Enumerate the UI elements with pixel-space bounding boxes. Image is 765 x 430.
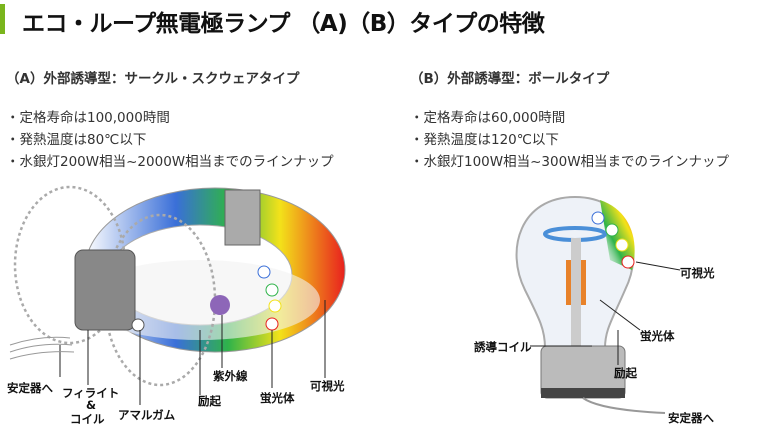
page-title: エコ・ループ無電極ランプ （A)（B）タイプの特徴: [22, 11, 545, 37]
label-excite-b: 励起: [614, 366, 637, 380]
label-ampersand: &: [86, 398, 97, 412]
label-phosphor-b: 蛍光体: [640, 329, 675, 343]
label-visible-light-b: 可視光: [680, 266, 715, 280]
label-coil: コイル: [70, 412, 105, 426]
label-ballast-b: 安定器へ: [668, 411, 714, 425]
title-accent-bar: [0, 4, 5, 34]
type-b-bullet: ・水銀灯100W相当~300W相当までのラインナップ: [410, 154, 730, 170]
circle-type-lamp-diagram: [9, 185, 346, 405]
type-b-bullet: ・発熱温度は120℃以下: [410, 132, 559, 148]
label-induction-coil: 誘導コイル: [474, 340, 532, 354]
label-ballast: 安定器へ: [7, 381, 53, 395]
label-phosphor: 蛍光体: [260, 391, 295, 405]
type-a-bullet: ・定格寿命は100,000時間: [6, 110, 170, 126]
label-uv: 紫外線: [213, 369, 248, 383]
type-b-bullet: ・定格寿命は60,000時間: [410, 110, 566, 126]
label-ferrite: フィライト: [62, 386, 120, 400]
label-excite: 励起: [198, 394, 221, 408]
type-a-bullet: ・水銀灯200W相当~2000W相当までのラインナップ: [6, 154, 334, 170]
type-a-heading: （A）外部誘導型：サークル・スクウェアタイプ: [6, 71, 300, 87]
label-amalgam: アマルガム: [118, 408, 176, 422]
ball-type-lamp-diagram: [515, 195, 681, 414]
type-a-bullet: ・発熱温度は80℃以下: [6, 132, 147, 148]
type-b-heading: （B）外部誘導型：ボールタイプ: [410, 71, 610, 87]
label-visible-light: 可視光: [310, 379, 345, 393]
